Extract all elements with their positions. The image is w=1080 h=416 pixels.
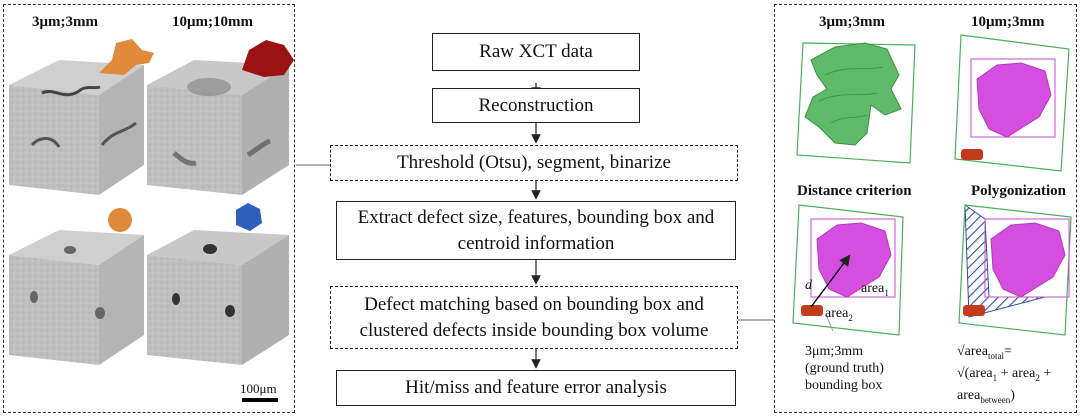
step-threshold-text: Threshold (Otsu), segment, binarize [397, 152, 671, 173]
formula-l2c: + [1039, 365, 1052, 381]
step-raw-xct-text: Raw XCT data [479, 41, 593, 62]
step-reconstruction: Reconstruction [432, 88, 640, 123]
area2-label: area2 [825, 305, 853, 327]
step-extract-line2: centroid information [457, 232, 615, 254]
step-extract: Extract defect size, features, bounding … [336, 201, 736, 260]
red-defect-3d [242, 40, 294, 77]
red-defect-polygon [963, 305, 985, 316]
right-col1-label: 3μm;3mm [819, 14, 885, 30]
distance-criterion-label: Distance criterion [797, 183, 912, 199]
d-label-text: d [805, 278, 812, 293]
scale-bar-label: 100μm [240, 381, 277, 396]
green-defect-mesh [804, 42, 902, 146]
xct-samples-panel: 3μm;3mm 10μm;10mm [3, 4, 295, 413]
orange-defect-3d [99, 39, 154, 75]
step-hit-miss: Hit/miss and feature error analysis [336, 370, 736, 406]
formula-l1a: √area [957, 344, 988, 359]
left-col1-label: 3μm;3mm [32, 14, 98, 30]
formula-l2-sub1: 1 [992, 372, 998, 383]
step-matching-line1: Defect matching based on bounding box an… [364, 293, 704, 315]
formula-line2: √(area1 + area2 + [957, 365, 1051, 387]
ground-truth-line2: (ground truth) [805, 361, 884, 376]
distance-arrow [810, 254, 851, 308]
area2-sub: 2 [848, 312, 853, 323]
green-bounding-box [796, 42, 916, 164]
matching-illustrations [792, 34, 1072, 336]
formula-l2-sub2: 2 [1035, 372, 1040, 383]
matching-methods-panel: 3μm;3mm 10μm;3mm Distance criterion Poly… [774, 4, 1077, 413]
step-reconstruction-text: Reconstruction [478, 94, 594, 116]
formula-l1b: = [1004, 344, 1012, 359]
step-defect-matching: Defect matching based on bounding box an… [330, 286, 738, 349]
polygonization-label: Polygonization [971, 183, 1067, 199]
blue-sphere-defect [236, 203, 262, 231]
formula-line1: √areatotal= [957, 343, 1051, 365]
area2-text: area [825, 306, 849, 321]
formula-l2a: √(area [957, 365, 993, 381]
ground-truth-caption: 3μm;3mm (ground truth) bounding box [805, 343, 884, 394]
magenta-defect-distance [816, 222, 892, 298]
red-small-defect [961, 149, 983, 160]
right-col2-label: 10μm;3mm [971, 14, 1045, 30]
formula-l3a: area [957, 387, 981, 403]
step-hit-miss-text: Hit/miss and feature error analysis [405, 377, 667, 398]
green-bounding-box-2 [954, 34, 1070, 172]
ground-truth-line1: 3μm;3mm [805, 344, 864, 359]
step-extract-line1: Extract defect size, features, bounding … [357, 206, 715, 228]
orange-sphere-defect [108, 208, 132, 232]
ground-truth-line3: bounding box [805, 378, 883, 393]
red-defect-distance [801, 305, 823, 316]
area1-label: area1 [861, 280, 889, 302]
formula-l2b: + area [997, 365, 1036, 381]
magenta-bounding-box [970, 58, 1056, 138]
step-raw-xct: Raw XCT data [432, 33, 640, 71]
area1-sub: 1 [884, 287, 889, 298]
area1-text: area [861, 281, 885, 296]
area-total-formula: √areatotal= √(area1 + area2 + areabetwee… [957, 343, 1051, 408]
formula-l3-sub: between [980, 394, 1011, 405]
left-col2-label: 10μm;10mm [172, 14, 253, 30]
step-matching-line2: clustered defects inside bounding box vo… [359, 319, 709, 341]
cube-3um-spherical [9, 230, 144, 365]
formula-line3: areabetween) [957, 387, 1051, 409]
magenta-defect-mesh [976, 62, 1052, 138]
formula-l1-sub: total [988, 350, 1004, 361]
step-threshold: Threshold (Otsu), segment, binarize [330, 145, 738, 181]
d-label: d [805, 277, 812, 294]
cube-10um-spherical [147, 230, 289, 365]
xct-cubes [9, 39, 294, 402]
formula-l3b: ) [1010, 387, 1015, 403]
magenta-defect-polygon [990, 222, 1066, 298]
